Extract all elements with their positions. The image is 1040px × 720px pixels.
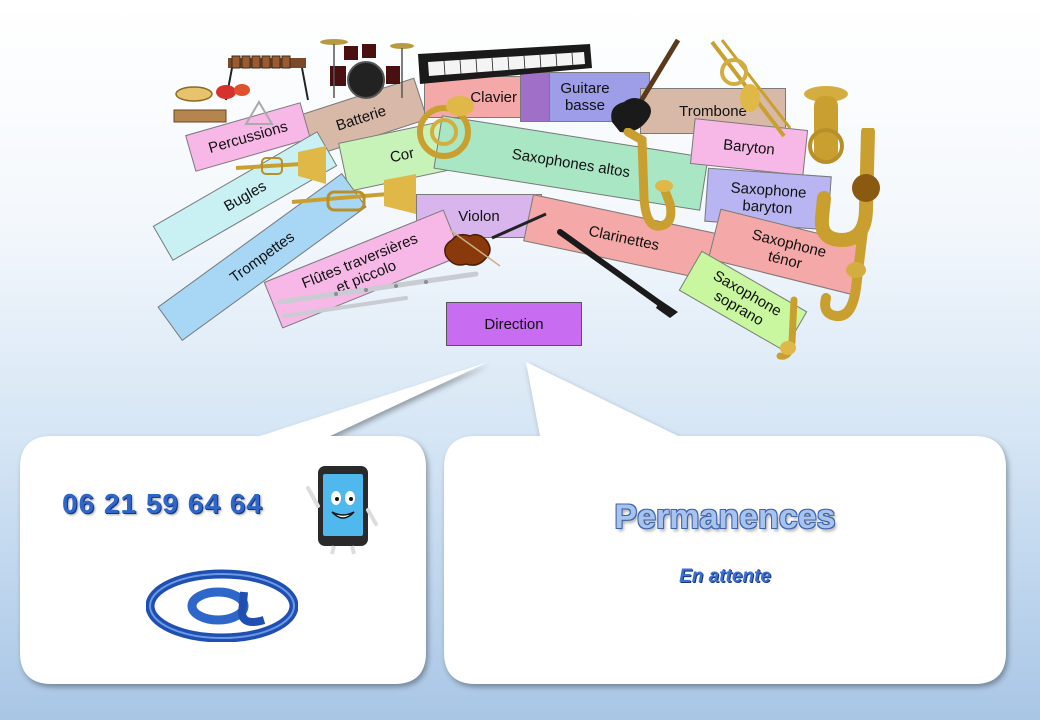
- violin-icon: [444, 212, 547, 267]
- at-sign-icon: [146, 569, 298, 642]
- permanences-title: Permanences: [614, 498, 836, 536]
- phone-number: 06 21 59 64 64: [62, 488, 263, 519]
- permanences-status: En attente: [679, 566, 771, 587]
- xylophone-icon: [225, 55, 309, 101]
- triangle-icon: [244, 100, 274, 125]
- contact-bubble: [20, 362, 488, 684]
- keyboard-icon: [418, 44, 592, 84]
- permanences-bubble: [444, 362, 1006, 684]
- bass-guitar-icon: [611, 38, 681, 133]
- flugelhorn-icon: [235, 146, 326, 184]
- french-horn-icon: [417, 96, 474, 159]
- section-label: Clavier: [470, 88, 517, 106]
- clarinet-icon: [557, 229, 678, 318]
- trumpet-icon: [291, 174, 416, 214]
- direction-label: Direction: [484, 315, 544, 333]
- trombone-icon: [710, 39, 792, 138]
- section-label: Guitare basse: [560, 80, 610, 114]
- section-label: Violon: [458, 207, 500, 225]
- alto-sax-icon: [623, 128, 676, 231]
- smartphone-mascot-icon: [306, 466, 378, 555]
- drum-kit-icon: [320, 39, 414, 99]
- section-direction: Direction: [446, 302, 582, 346]
- woodblock-icon: [173, 109, 227, 123]
- baritone-horn-icon: [804, 86, 848, 164]
- section-label: Trombone: [679, 102, 747, 120]
- flute-icon: [277, 271, 479, 318]
- soprano-sax-icon: [776, 296, 798, 360]
- overlap-patch: [520, 72, 550, 122]
- tenor-sax-icon: [820, 218, 869, 322]
- maracas-icon: [216, 84, 250, 99]
- tambourine-icon: [175, 86, 213, 102]
